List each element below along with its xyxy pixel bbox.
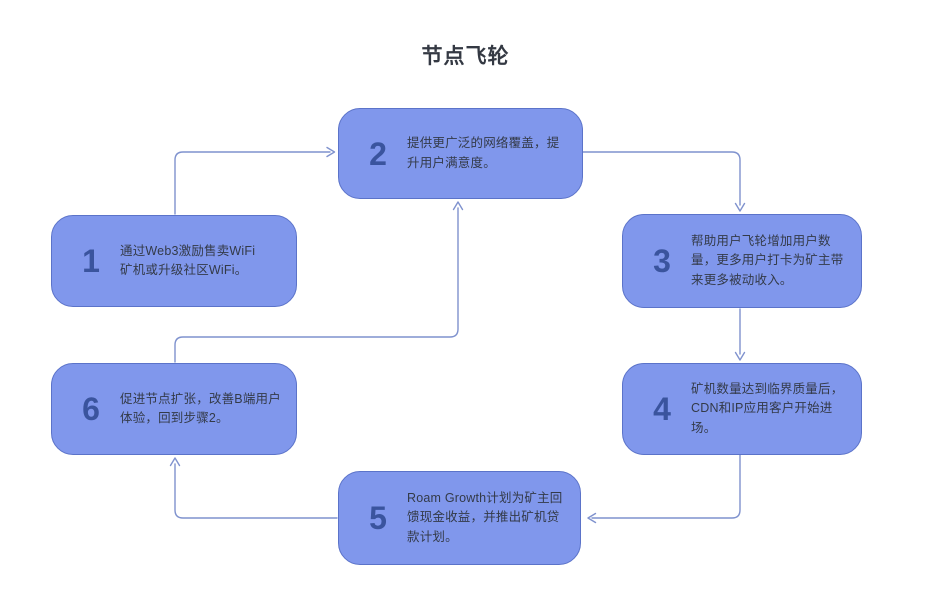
arrow-3-to-4 [734,308,746,361]
step-number: 6 [82,391,100,427]
step-box-6: 6 促进节点扩张，改善B端用户体验，回到步骤2。 [51,363,297,455]
arrow-1-to-2 [174,146,336,215]
arrow-2-to-3 [582,151,746,212]
step-box-5: 5 Roam Growth计划为矿主回馈现金收益，并推出矿机贷款计划。 [338,471,581,565]
step-box-3: 3 帮助用户飞轮增加用户数量，更多用户打卡为矿主带来更多被动收入。 [622,214,862,308]
step-text: Roam Growth计划为矿主回馈现金收益，并推出矿机贷款计划。 [407,490,563,544]
step-number: 4 [653,391,671,427]
step-text: 矿机数量达到临界质量后，CDN和IP应用客户开始进场。 [691,381,844,435]
arrow-5-to-6 [169,457,338,519]
step-text: 提供更广泛的网络覆盖，提升用户满意度。 [407,136,560,170]
step-number: 3 [653,243,671,279]
step-box-2: 2 提供更广泛的网络覆盖，提升用户满意度。 [338,108,583,199]
step-text: 通过Web3激励售卖WiFi矿机或升级社区WiFi。 [120,243,256,277]
step-text: 促进节点扩张，改善B端用户体验，回到步骤2。 [120,391,281,425]
step-box-4: 4 矿机数量达到临界质量后，CDN和IP应用客户开始进场。 [622,363,862,455]
step-box-1: 1 通过Web3激励售卖WiFi矿机或升级社区WiFi。 [51,215,297,307]
step-text: 帮助用户飞轮增加用户数量，更多用户打卡为矿主带来更多被动收入。 [691,233,844,287]
step-number: 2 [369,135,387,172]
step-number: 5 [369,500,387,536]
step-number: 1 [82,243,100,279]
arrow-4-to-5 [587,454,741,524]
page-title: 节点飞轮 [421,45,510,68]
